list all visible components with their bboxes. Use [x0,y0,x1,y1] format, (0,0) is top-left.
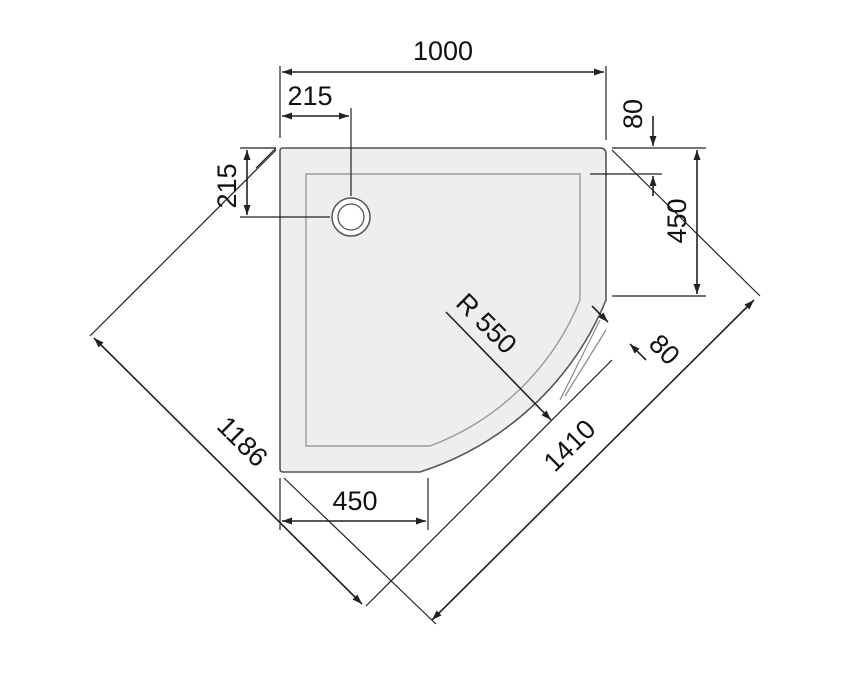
dim-rim-top: 80 [590,99,706,196]
dim-drain-offset-x: 215 [282,81,352,196]
label-rim-diagonal: 80 [643,328,685,370]
label-drain-offset-y: 215 [212,163,242,208]
label-diagonal-long: 1410 [538,414,602,478]
dim-width-total: 1000 [279,36,607,140]
drain-circle-icon [331,197,371,237]
dim-straight-bottom: 450 [279,478,429,530]
label-rim-top: 80 [618,99,648,129]
label-straight-bottom: 450 [332,486,377,516]
label-drain-offset-x: 215 [287,81,332,111]
dim-straight-right: 450 [612,150,706,297]
dim-rim-diagonal: 80 [591,305,686,371]
label-straight-right: 450 [662,198,692,243]
label-width-total: 1000 [413,36,473,66]
tray-outline [279,147,607,473]
dim-drain-offset-y: 215 [212,147,330,218]
